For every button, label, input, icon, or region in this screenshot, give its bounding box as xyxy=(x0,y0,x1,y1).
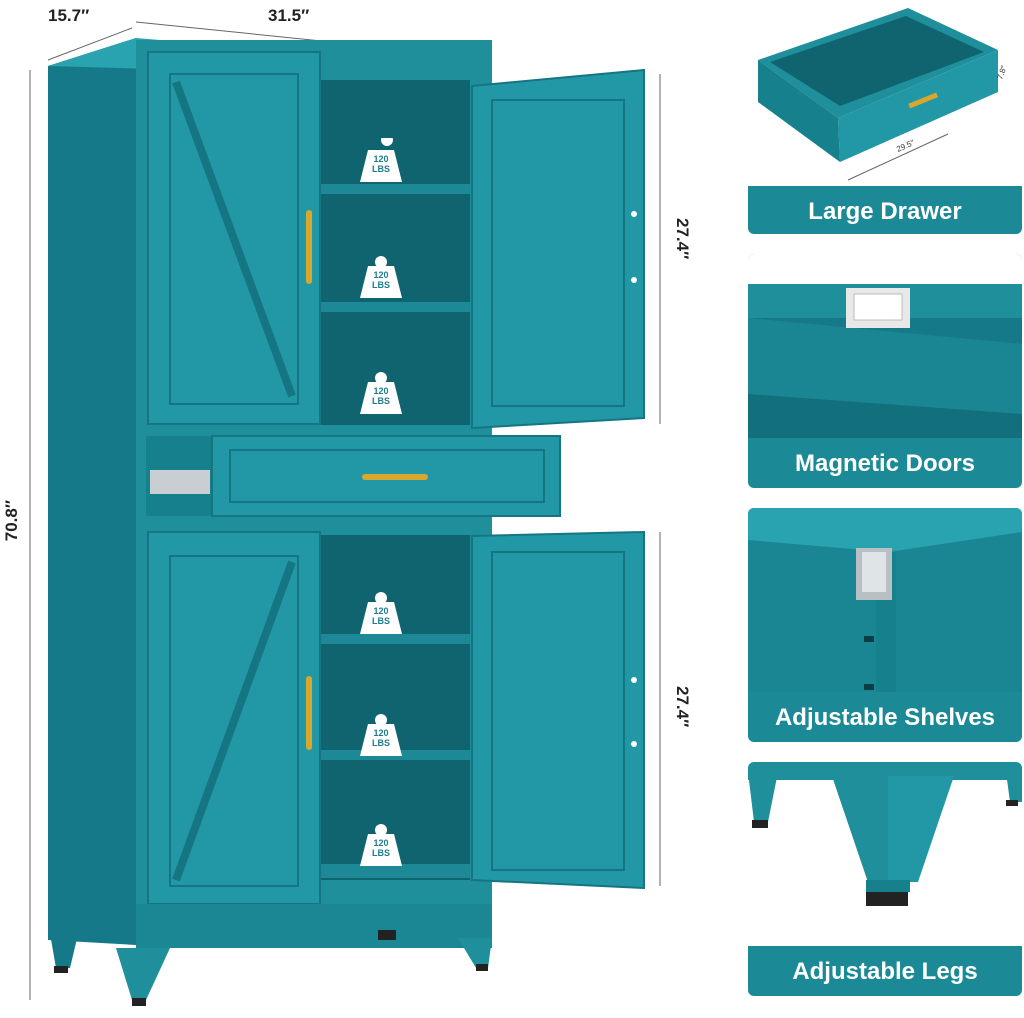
upper-interior xyxy=(320,80,470,425)
feature-panel-drawer: 29.5″ 7.8″ Large Drawer xyxy=(748,2,1022,234)
drawer-handle xyxy=(362,474,428,480)
drawer-closeup: 29.5″ 7.8″ xyxy=(748,2,1022,182)
depth-dim-line xyxy=(47,27,133,61)
feature-label: Adjustable Legs xyxy=(748,946,1022,996)
upper-section-label: 27.4″ xyxy=(673,218,692,260)
cabinet-svg xyxy=(29,21,661,1006)
feature-panel-magnetic-doors: Magnetic Doors xyxy=(748,254,1022,488)
magnetic-doors-closeup xyxy=(748,254,1022,438)
feature-label: Magnetic Doors xyxy=(748,438,1022,488)
cabinet-side xyxy=(48,38,136,945)
leg-back-left xyxy=(48,922,80,968)
cabinet-illustration xyxy=(29,21,661,1006)
height-label: 70.8″ xyxy=(2,500,21,542)
feature-panel-adjustable-shelves: Adjustable Shelves xyxy=(748,508,1022,742)
legs-closeup xyxy=(748,762,1022,946)
leg-front-right xyxy=(458,938,492,968)
depth-label: 15.7″ xyxy=(48,6,90,25)
cabinet-base xyxy=(136,904,492,948)
upper-door-handle xyxy=(306,210,312,284)
upper-shelf-2 xyxy=(320,302,470,312)
lower-right-door xyxy=(471,530,645,890)
upper-right-door xyxy=(471,68,645,430)
feature-label: Large Drawer xyxy=(748,186,1022,234)
upper-shelf-1 xyxy=(320,184,470,194)
feature-label: Adjustable Shelves xyxy=(748,692,1022,742)
lower-section-label: 27.4″ xyxy=(673,686,692,728)
shelves-closeup xyxy=(748,508,1022,692)
lower-shelf-1 xyxy=(320,634,470,644)
lower-interior xyxy=(320,535,470,880)
width-label: 31.5″ xyxy=(268,6,310,25)
lower-shelf-3 xyxy=(320,864,470,878)
lower-door-handle xyxy=(306,676,312,750)
feature-panel-adjustable-legs: Adjustable Legs xyxy=(748,762,1022,996)
drawer-rail xyxy=(150,470,210,494)
leg-front-left xyxy=(116,948,170,1000)
